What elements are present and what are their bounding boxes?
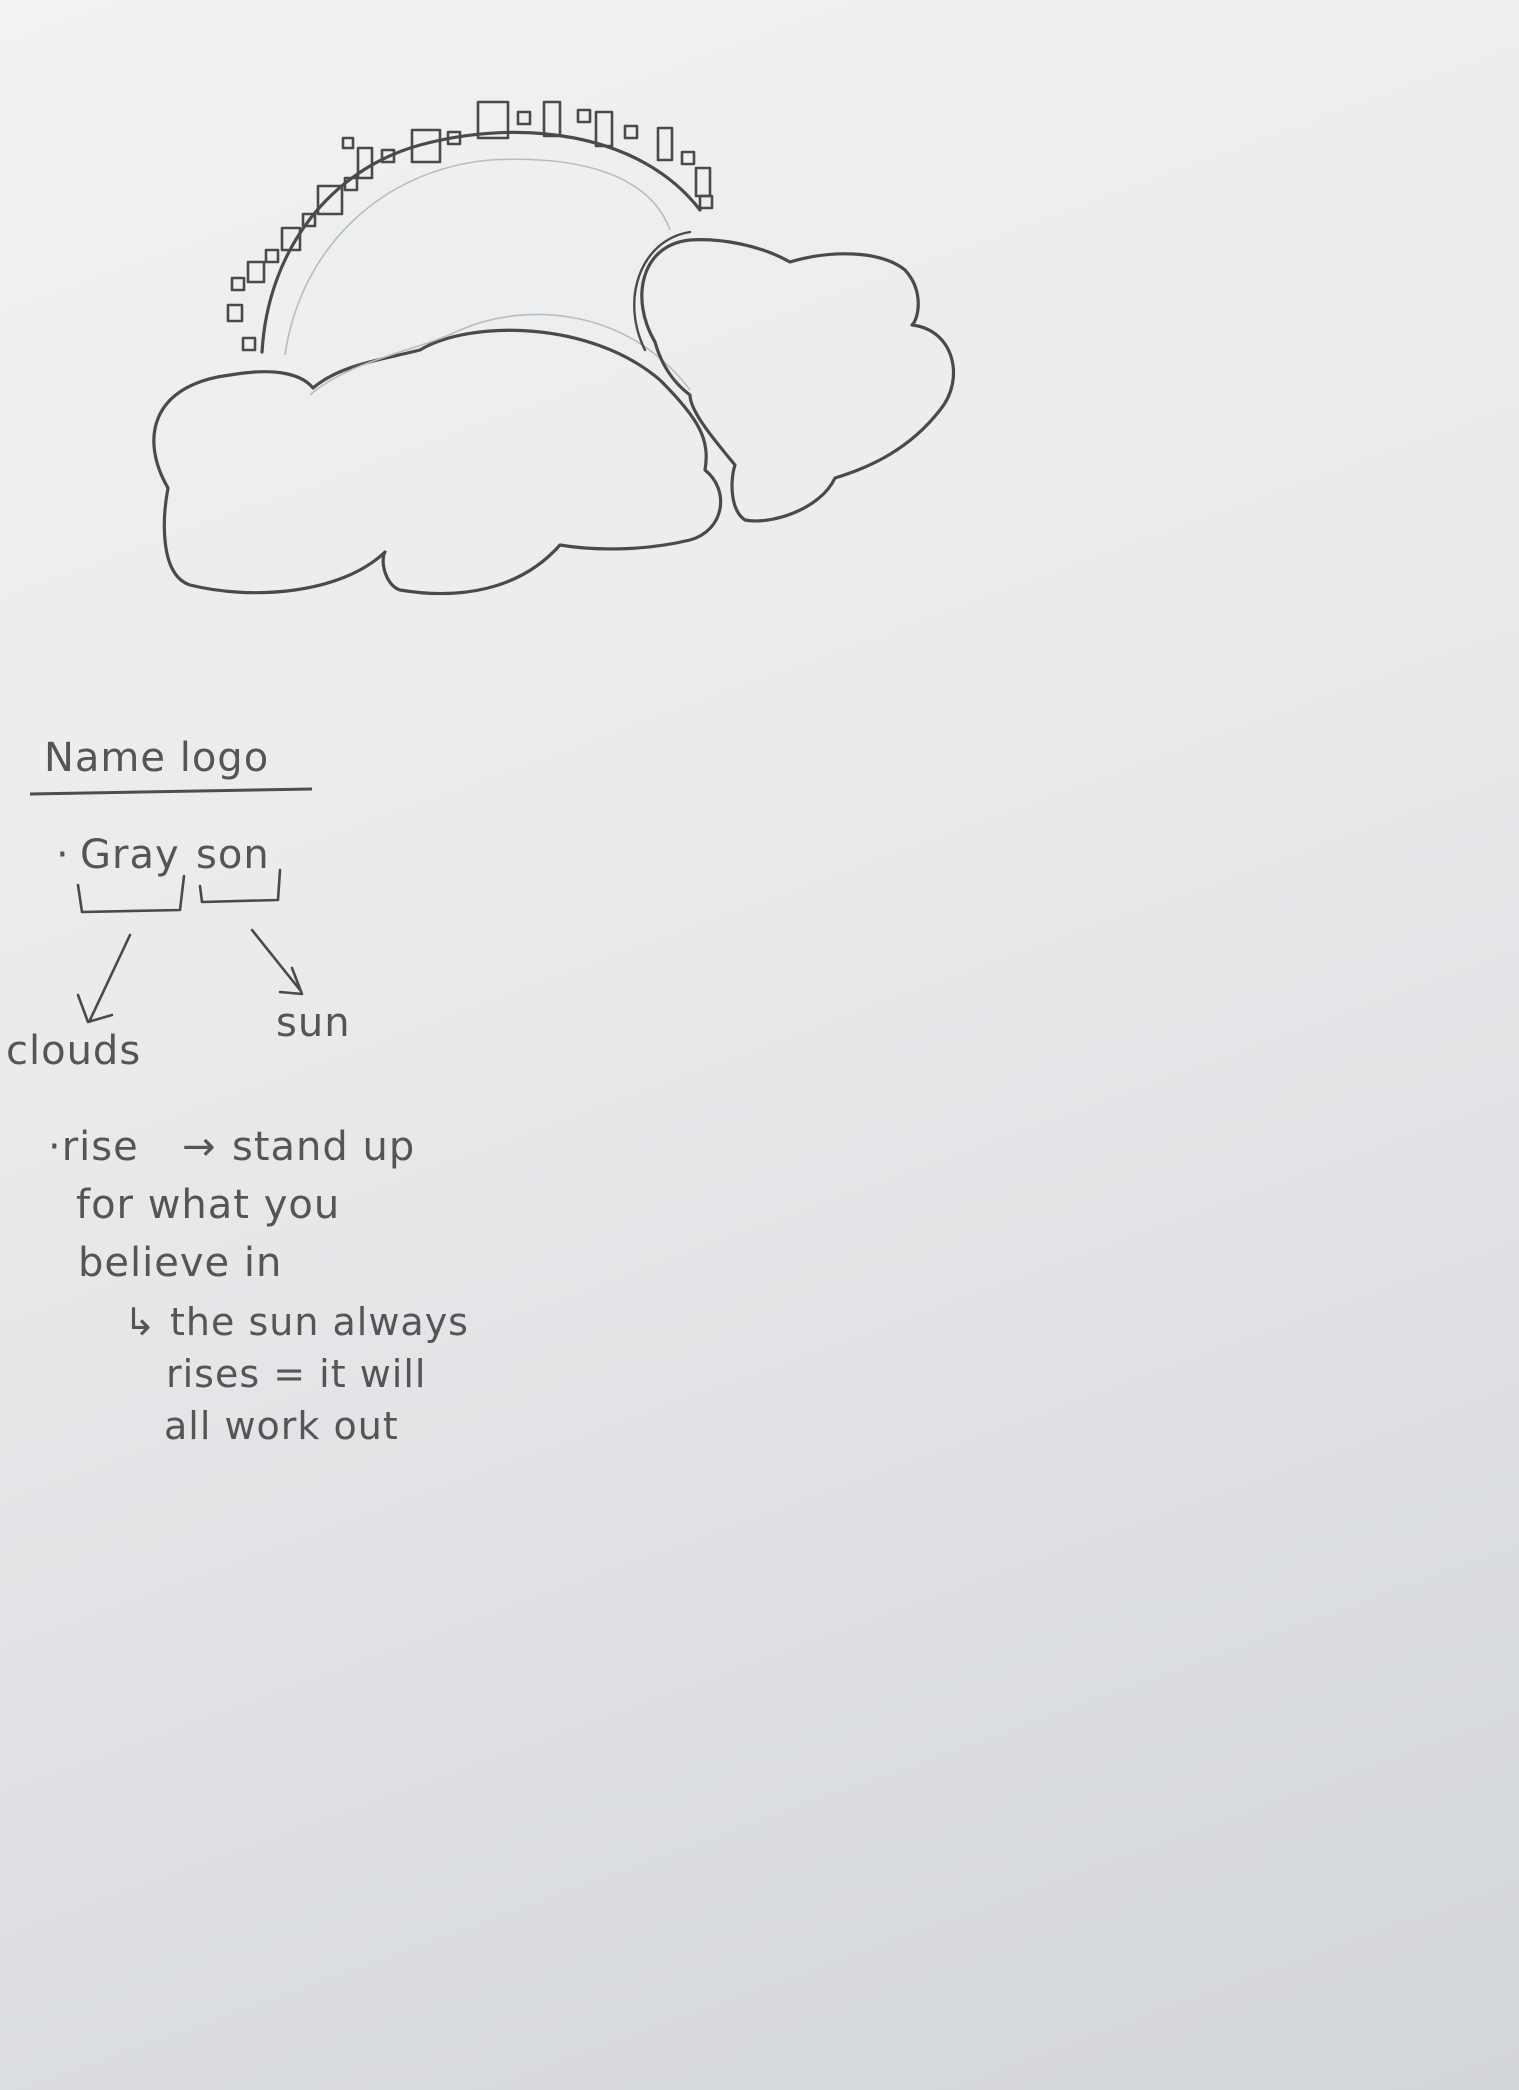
- name-part-gray: Gray: [80, 832, 180, 878]
- cloud-right-outer-edge: [633, 230, 692, 352]
- sub-line-1: the sun always: [170, 1300, 469, 1344]
- bracket-gray: [76, 874, 186, 914]
- meaning-line-3: believe in: [78, 1240, 283, 1286]
- meaning-line-2: for what you: [76, 1182, 341, 1228]
- heading-text: Name logo: [44, 735, 270, 781]
- sub-line-2: rises = it will: [166, 1352, 427, 1396]
- name-part-son: son: [196, 832, 270, 878]
- branch-clouds-text: clouds: [6, 1028, 142, 1074]
- sun-arc-inner: [284, 158, 671, 356]
- cloud-left: [152, 328, 723, 596]
- arrow-to-clouds: [76, 933, 132, 1024]
- sub-line-3: all work out: [164, 1404, 399, 1448]
- cloud-right: [640, 238, 956, 523]
- sub-arrow-icon: ↳: [124, 1300, 157, 1344]
- rise-bullet-text: ·rise: [48, 1124, 139, 1170]
- sun-arc-outer: [260, 130, 702, 354]
- branch-sun-text: sun: [276, 1000, 351, 1046]
- arc-letter-blocks: [226, 100, 714, 352]
- name-bullet: ·: [56, 832, 70, 878]
- rise-arrow: →: [182, 1124, 217, 1170]
- cloud-left-inner: [309, 313, 691, 396]
- bracket-son: [198, 868, 282, 904]
- arrow-to-sun: [250, 928, 304, 996]
- rise-meaning-text: stand up: [232, 1124, 416, 1170]
